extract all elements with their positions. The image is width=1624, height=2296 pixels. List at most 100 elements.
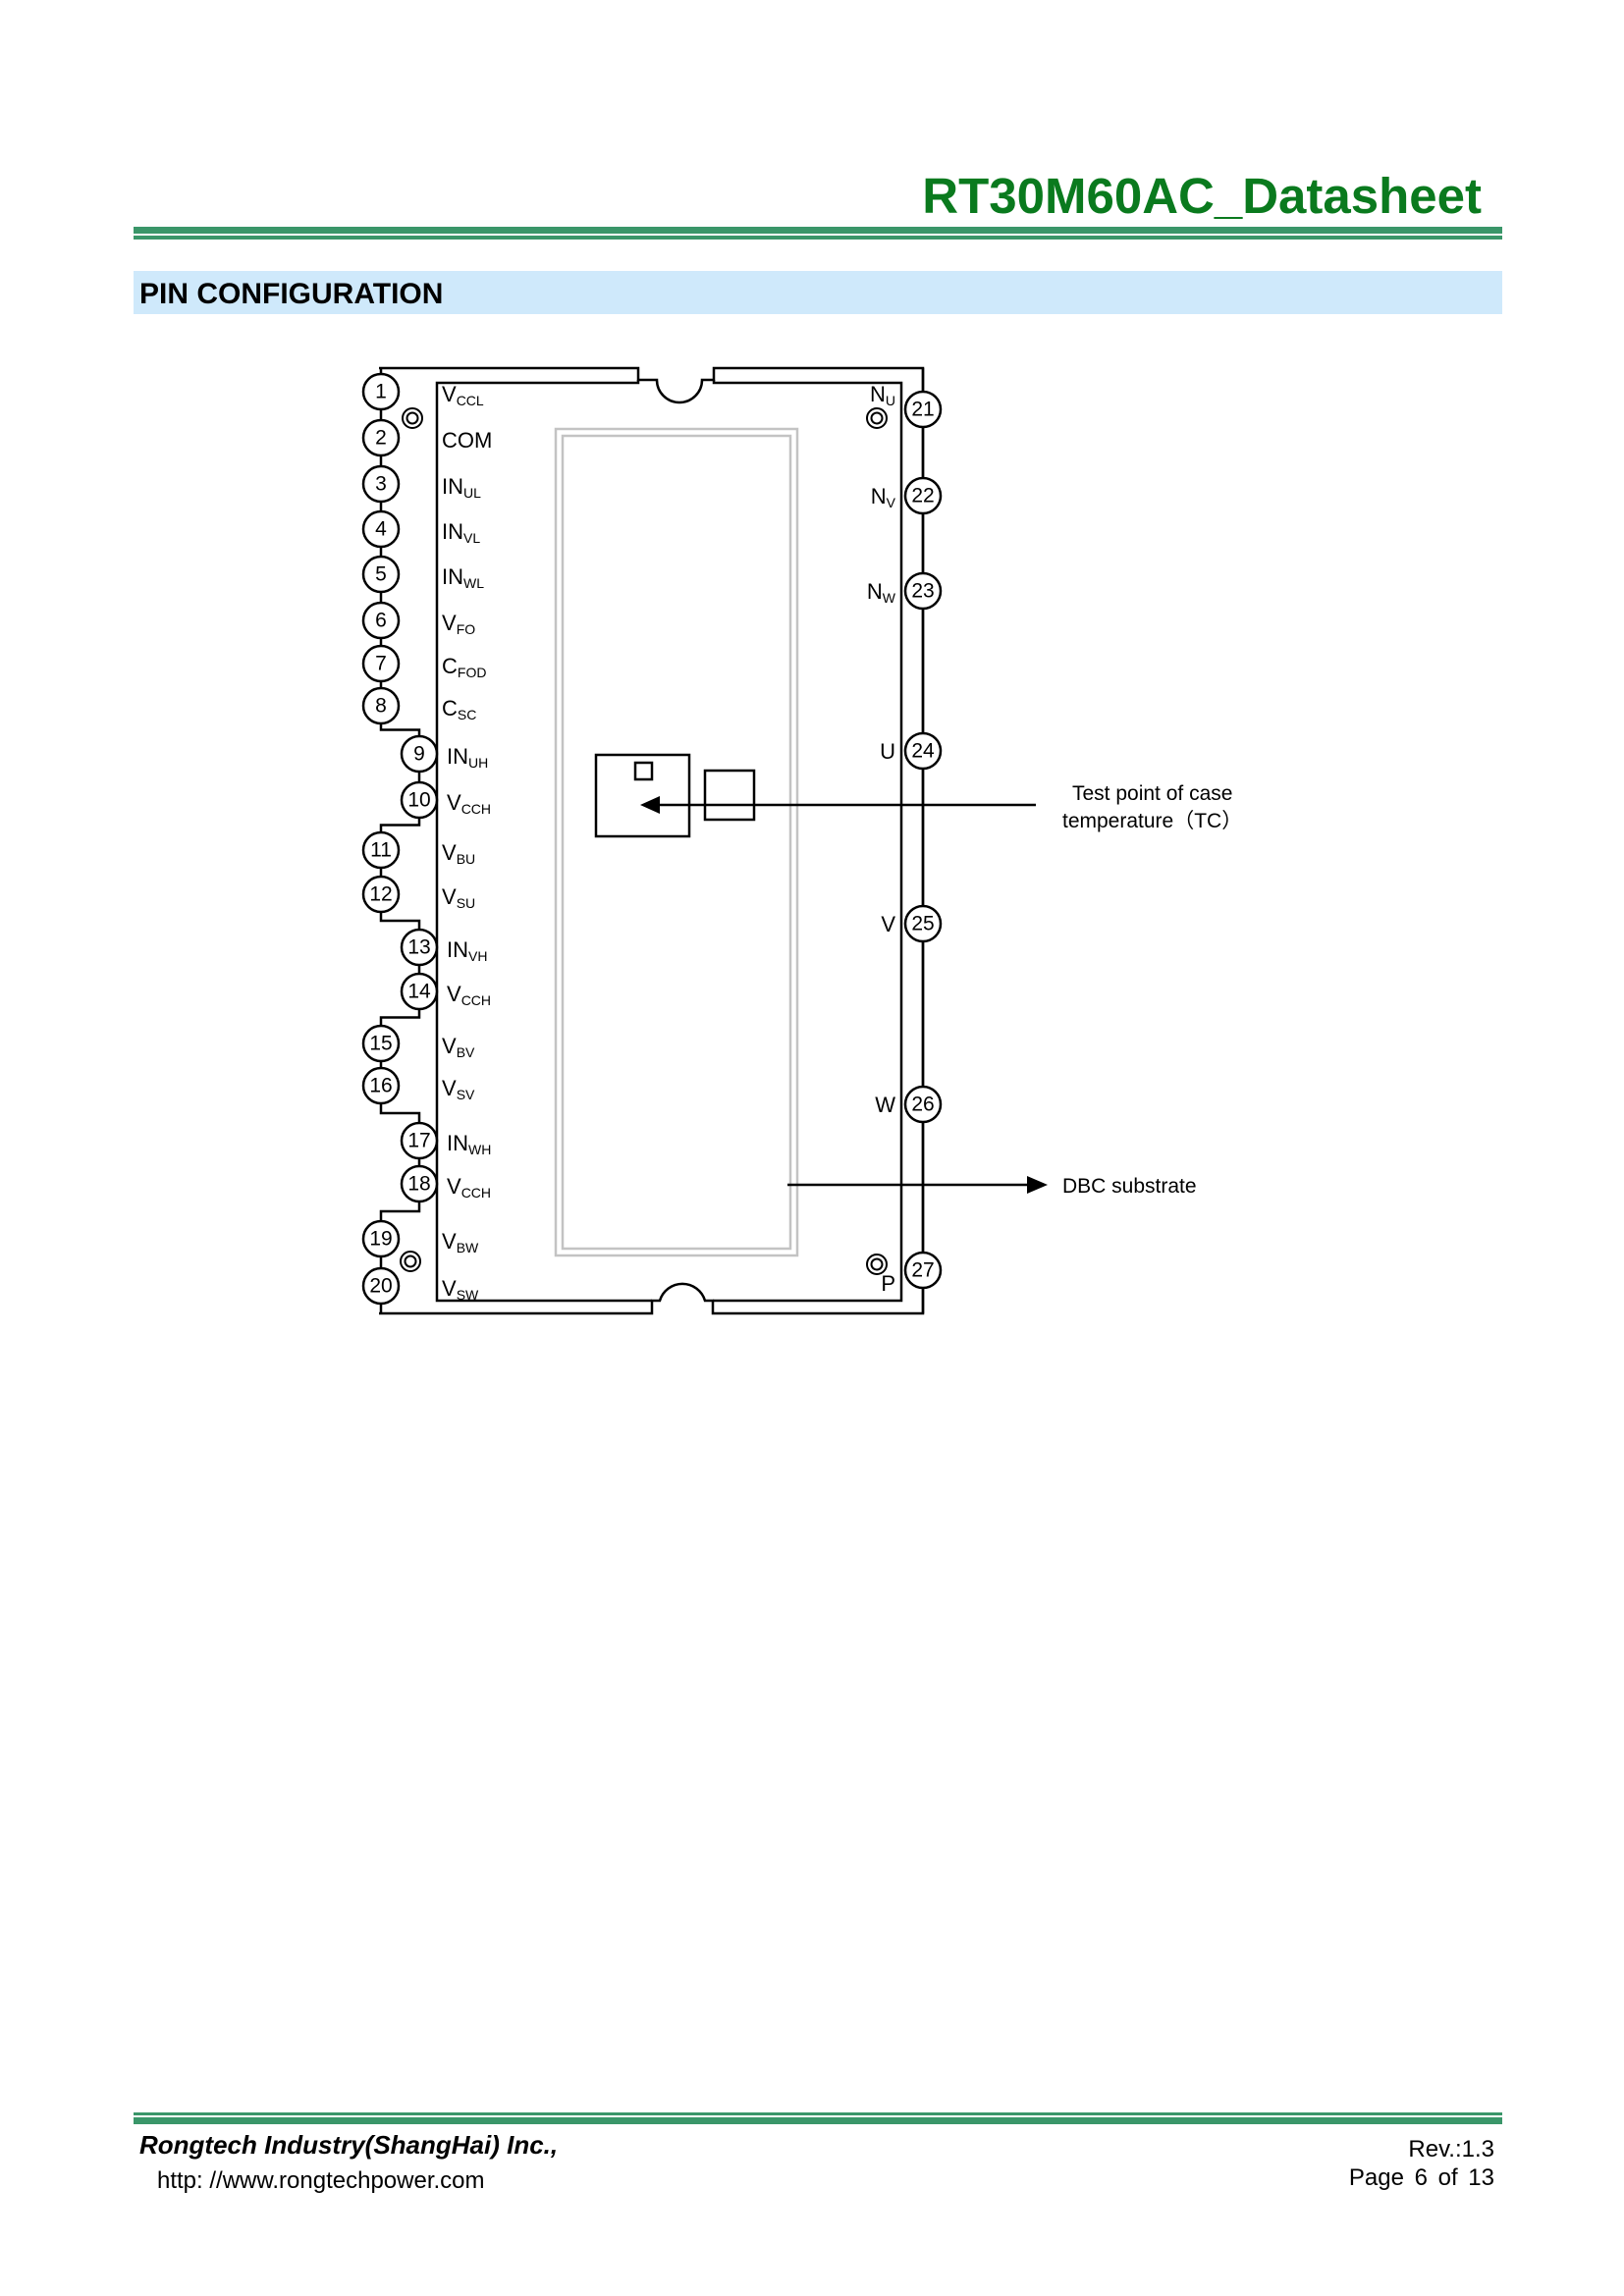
package-outline: [379, 366, 925, 1315]
test-point-label-line1: Test point of case: [1072, 782, 1232, 805]
pin-name: VCCL: [442, 382, 484, 408]
section-title: PIN CONFIGURATION: [139, 278, 444, 310]
pin-name: INVL: [442, 519, 480, 546]
pin-name: CFOD: [442, 654, 486, 680]
pin-name: NU: [870, 382, 895, 408]
pin-circle: [903, 476, 943, 515]
pin-circle: [361, 418, 401, 457]
pin-circle: [400, 928, 439, 967]
pin-number: 26: [911, 1094, 934, 1116]
pin-number: 1: [375, 381, 387, 403]
arrow-head-left-icon: [640, 796, 660, 814]
dbc-substrate-arrow: [787, 1176, 1048, 1194]
pin-number: 13: [407, 936, 430, 959]
pin-circle: [361, 1219, 401, 1258]
footer-website-link[interactable]: http: //www.rongtechpower.com: [157, 2167, 485, 2194]
footer-company-name: Rongtech Industry(ShangHai) Inc.,: [139, 2130, 559, 2160]
pin-name: INUL: [442, 474, 481, 501]
pin-circle: [903, 390, 943, 429]
pin-number: 14: [407, 981, 431, 1003]
pin-number: 15: [369, 1033, 392, 1055]
pin-circle: [361, 875, 401, 914]
pin-circle: [361, 509, 401, 549]
pin-number: 5: [375, 563, 387, 586]
pin-circle: [400, 780, 439, 820]
test-point-arrow: [640, 796, 1036, 814]
pin-number: 20: [369, 1275, 392, 1298]
pin-circle: [400, 734, 439, 774]
pin-24: 24 U: [880, 731, 943, 771]
pin-15: 15 VBV: [361, 1024, 475, 1063]
pin-number: 3: [375, 473, 387, 496]
pin-number: 27: [911, 1259, 934, 1282]
pin-number: 2: [375, 427, 387, 450]
pin-number: 24: [911, 740, 935, 763]
pin-26: 26 W: [875, 1085, 943, 1124]
pin-circle: [361, 1066, 401, 1105]
footer-page-number: Page 6 of 13: [1348, 2164, 1494, 2191]
pin-circle: [903, 571, 943, 611]
header-rule: [134, 227, 1502, 240]
pin-circle: [903, 904, 943, 943]
pin-22: 22 NV: [871, 476, 943, 515]
pin-3: 3 INUL: [361, 464, 481, 504]
pin-name: VCCH: [447, 1174, 491, 1201]
pin-number: 23: [911, 580, 934, 603]
pin-name: VSU: [442, 884, 475, 911]
pin-circle: [400, 1164, 439, 1203]
pin-name: VCCH: [447, 790, 491, 817]
pin-27: 27P: [881, 1251, 943, 1296]
pin-23: 23 NW: [867, 571, 943, 611]
pin-circle: [361, 1024, 401, 1063]
test-point-squares: [594, 753, 756, 838]
pin-circle: [361, 1266, 401, 1306]
pin-number: 6: [375, 610, 387, 632]
pin-number: 11: [370, 839, 392, 862]
pin-5: 5 INWL: [361, 555, 484, 594]
pin-name: INWL: [442, 564, 484, 591]
pin-18: 18 VCCH: [400, 1164, 491, 1203]
pin-circle: [903, 1085, 943, 1124]
pin-25: 25V: [881, 904, 943, 943]
pin-name: INUH: [447, 744, 488, 771]
pin-circle: [361, 555, 401, 594]
pin-name: VSW: [442, 1276, 479, 1303]
pin-name: INWH: [447, 1131, 491, 1157]
pin-12: 12 VSU: [361, 875, 475, 914]
pin-name: P: [881, 1271, 895, 1296]
dbc-substrate-outline: [554, 427, 799, 1257]
footer-revision: Rev.:1.3: [1408, 2136, 1494, 2163]
pin-number: 19: [369, 1228, 392, 1251]
pin-name: NV: [871, 484, 896, 510]
pin-name: VBV: [442, 1034, 475, 1060]
mounting-hole-icons: [400, 407, 888, 1275]
pin-number: 8: [375, 695, 387, 718]
pin-circle: [361, 644, 401, 683]
pin-number: 12: [369, 883, 392, 906]
pin-circle: [400, 972, 439, 1011]
pin-name: W: [875, 1093, 895, 1117]
pin-name: VBU: [442, 840, 475, 867]
pin-name: INVH: [447, 937, 487, 964]
pin-11: 11 VBU: [361, 830, 475, 870]
pin-circle: [400, 1121, 439, 1160]
pin-circle: [903, 1251, 943, 1290]
pin-number: 22: [911, 485, 934, 507]
dbc-substrate-label: DBC substrate: [1062, 1175, 1197, 1198]
test-point-label-line2: temperature（TC）: [1062, 810, 1242, 832]
pin-circle: [361, 464, 401, 504]
document-title: RT30M60AC_Datasheet: [922, 168, 1482, 224]
pin-name: NW: [867, 579, 896, 606]
pin-name: V: [881, 912, 895, 936]
pin-name: U: [880, 739, 895, 764]
pin-number: 18: [407, 1173, 430, 1196]
